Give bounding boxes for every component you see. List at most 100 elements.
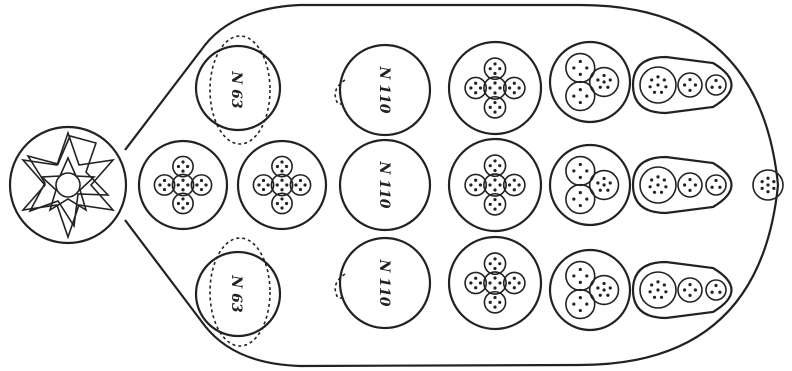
small-circle	[465, 272, 486, 293]
small-circle	[172, 174, 193, 195]
strand-dot	[498, 183, 501, 186]
strand-dot	[772, 187, 775, 190]
unit-n63-top: N 63	[196, 36, 280, 144]
strand-dot	[479, 86, 482, 89]
strand-dot	[280, 188, 283, 191]
strand-dot	[493, 267, 496, 270]
strand-dot	[585, 169, 588, 172]
strand-dot	[285, 183, 288, 186]
strand-dot	[579, 204, 582, 207]
teardrop-group-top	[633, 57, 732, 113]
cross-group-circle	[238, 141, 326, 229]
strand-dot	[513, 179, 516, 182]
strand-dot	[602, 74, 605, 77]
small-circle	[504, 77, 525, 98]
strand-dot	[766, 183, 769, 186]
strand-dot	[498, 67, 501, 70]
small-circle	[706, 280, 726, 300]
strand-dot	[602, 177, 605, 180]
strand-dot	[663, 178, 666, 181]
strand-dot	[572, 274, 575, 277]
strand-dot	[181, 160, 184, 163]
strand-dot	[711, 291, 714, 294]
strand-dot	[579, 88, 582, 91]
cross-group-col3-top	[449, 42, 541, 134]
strand-dot	[579, 281, 582, 284]
strand-dot	[493, 257, 496, 260]
small-circle	[678, 278, 702, 302]
strand-dot	[683, 288, 686, 291]
cross-group-col3-bottom	[449, 237, 541, 329]
strand-dot	[489, 301, 492, 304]
strand-dot	[649, 85, 652, 88]
cross-group-left-1	[139, 141, 227, 229]
strand-dot	[498, 301, 501, 304]
strand-dot	[280, 160, 283, 163]
strand-dot	[688, 178, 691, 181]
strand-dot	[718, 291, 721, 294]
strand-dot	[280, 179, 283, 182]
strand-dot	[186, 202, 189, 205]
teardrop-outline	[633, 57, 732, 113]
small-circle	[465, 174, 486, 195]
n110-top-label: N 110	[376, 66, 392, 114]
cross-group-col3-middle	[449, 139, 541, 231]
rosette-circle	[10, 127, 126, 243]
strand-dot	[489, 164, 492, 167]
strand-dot	[508, 183, 511, 186]
strand-dot	[163, 179, 166, 182]
strand-dot	[688, 294, 691, 297]
strand-dot	[609, 286, 612, 289]
strand-dot	[493, 169, 496, 172]
strand-dot	[579, 60, 582, 63]
strand-dot	[761, 187, 764, 190]
strand-dot	[664, 85, 667, 88]
strand-dot	[579, 268, 582, 271]
strand-dot	[513, 286, 516, 289]
strand-dot	[163, 188, 166, 191]
strand-dot	[489, 262, 492, 265]
strand-dot	[585, 197, 588, 200]
strand-dot	[599, 86, 602, 89]
cross-group-circle	[449, 237, 541, 329]
strand-dot	[649, 290, 652, 293]
strand-dot	[262, 179, 265, 182]
strand-dot	[200, 188, 203, 191]
strand-dot	[493, 91, 496, 94]
strand-dot	[714, 79, 717, 82]
strand-dot	[517, 86, 520, 89]
strand-dot	[653, 91, 656, 94]
strand-dot	[280, 169, 283, 172]
strand-dot	[688, 283, 691, 286]
strand-dot	[508, 281, 511, 284]
strand-dot	[585, 302, 588, 305]
strand-dot	[517, 281, 520, 284]
strand-dot	[688, 89, 691, 92]
strand-dot	[606, 294, 609, 297]
strand-dot	[579, 163, 582, 166]
strand-dot	[664, 185, 667, 188]
strand-dot	[599, 189, 602, 192]
small-circle	[484, 174, 506, 196]
strand-dot	[181, 169, 184, 172]
strand-dot	[609, 78, 612, 81]
strand-dot	[280, 206, 283, 209]
strand-dot	[694, 288, 697, 291]
strand-dot	[718, 86, 721, 89]
strand-dot	[596, 181, 599, 184]
cross-group-circle	[449, 139, 541, 231]
strand-dot	[204, 183, 207, 186]
strand-dot	[498, 86, 501, 89]
strand-dot	[585, 66, 588, 69]
strand-dot	[609, 181, 612, 184]
strand-dot	[683, 83, 686, 86]
strand-dot	[489, 67, 492, 70]
strand-dot	[599, 294, 602, 297]
strand-dot	[596, 78, 599, 81]
teardrop-outline	[633, 262, 732, 318]
strand-dot	[650, 283, 653, 286]
unit-n110-middle: N 110	[340, 140, 430, 230]
strand-dot	[694, 83, 697, 86]
strand-dot	[711, 186, 714, 189]
